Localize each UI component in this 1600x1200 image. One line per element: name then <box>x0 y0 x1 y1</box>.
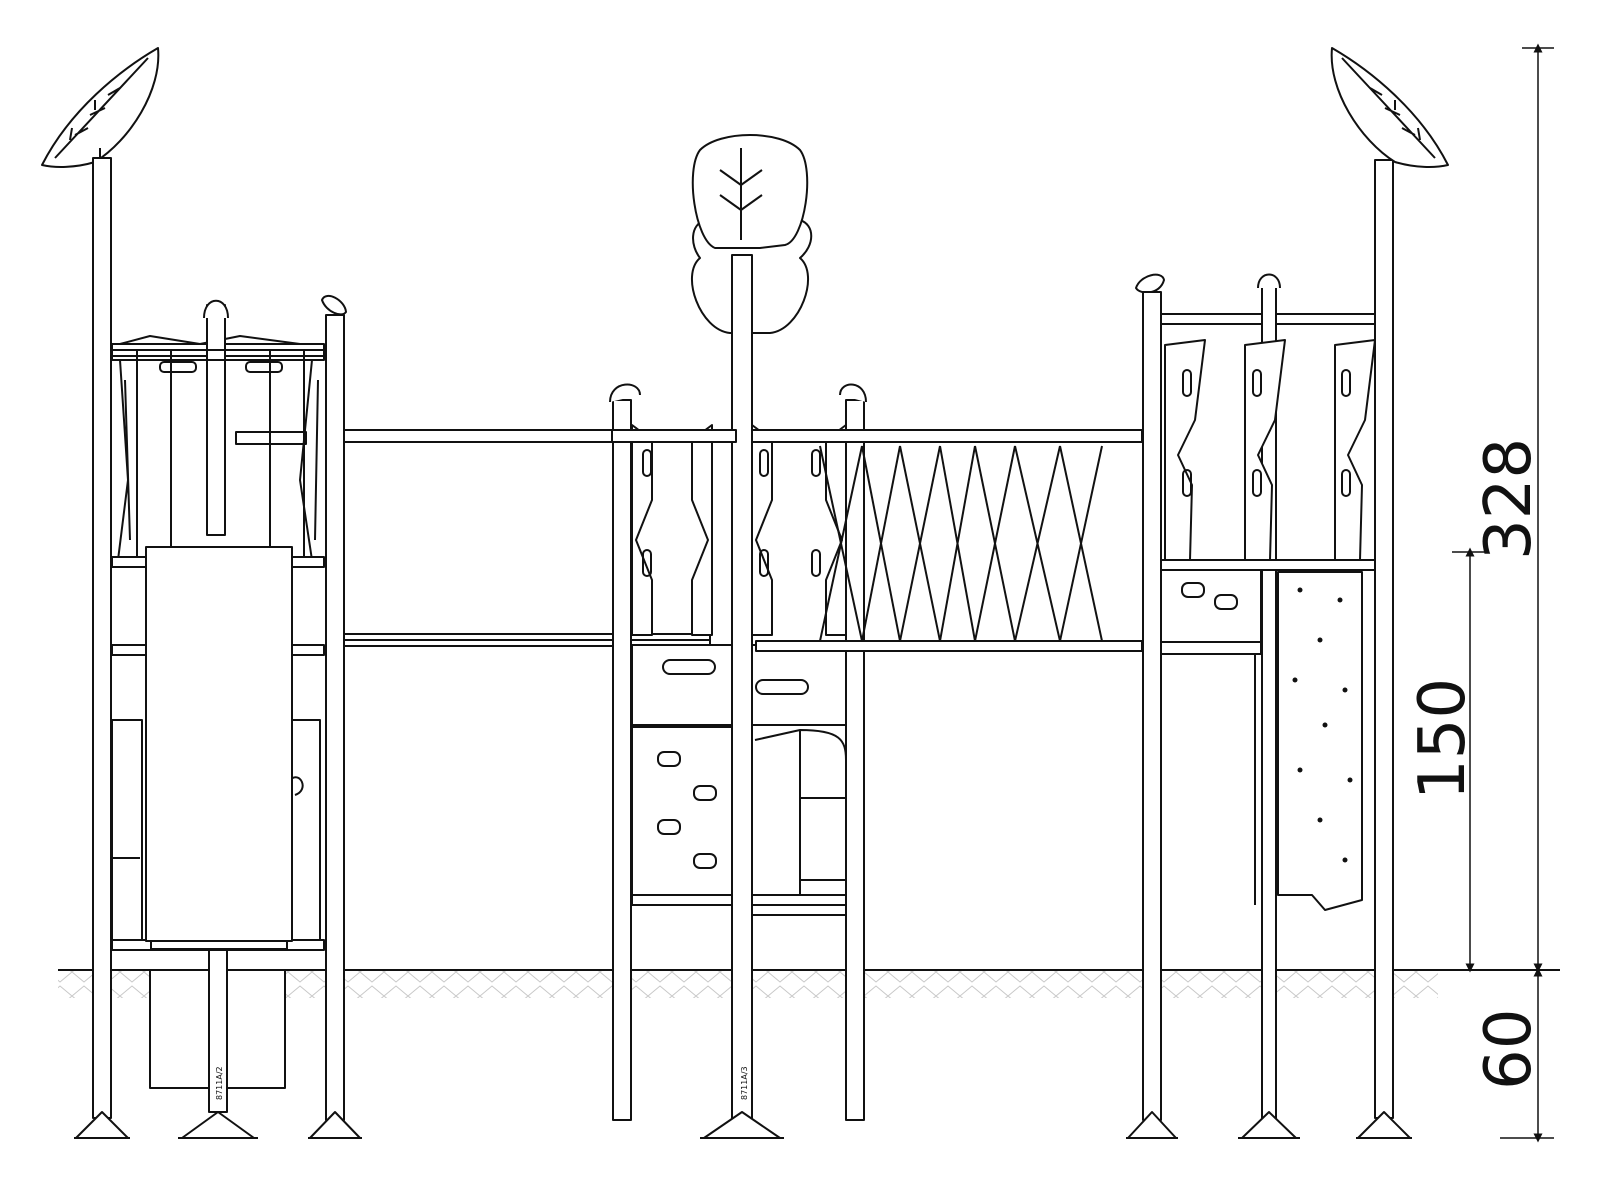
bridge-rope <box>1059 445 1103 642</box>
climbing-wall-holds <box>1292 587 1353 863</box>
bridge-rope <box>974 445 1016 642</box>
right-leaf-sign <box>1330 47 1449 168</box>
bridge-rope <box>939 445 976 642</box>
center-tree-post: 8711A/3 <box>700 254 784 1139</box>
slide-post: 8711A/2 <box>178 949 258 1139</box>
bridge-rope <box>899 445 941 642</box>
left-bridge <box>343 429 711 647</box>
bridge-rope <box>1014 445 1061 642</box>
dimension-lines <box>1452 43 1554 1143</box>
left-leaf-sign <box>41 47 160 168</box>
total-height-dimension: 328 <box>1472 438 1546 560</box>
bridge-rope <box>861 445 901 642</box>
platform-height-dimension: 150 <box>1406 678 1480 800</box>
left-leaf-post <box>74 157 130 1139</box>
bridge-rope <box>819 445 863 642</box>
tree-post-label: 8711A/3 <box>740 1066 749 1100</box>
right-tower <box>1126 159 1412 1139</box>
rope-bridge <box>755 445 1143 652</box>
slide-post-label: 8711A/2 <box>215 1066 224 1100</box>
left-tower-post <box>308 294 362 1139</box>
foundation-depth-dimension: 60 <box>1472 1009 1546 1090</box>
center-top-rail <box>611 429 1143 443</box>
